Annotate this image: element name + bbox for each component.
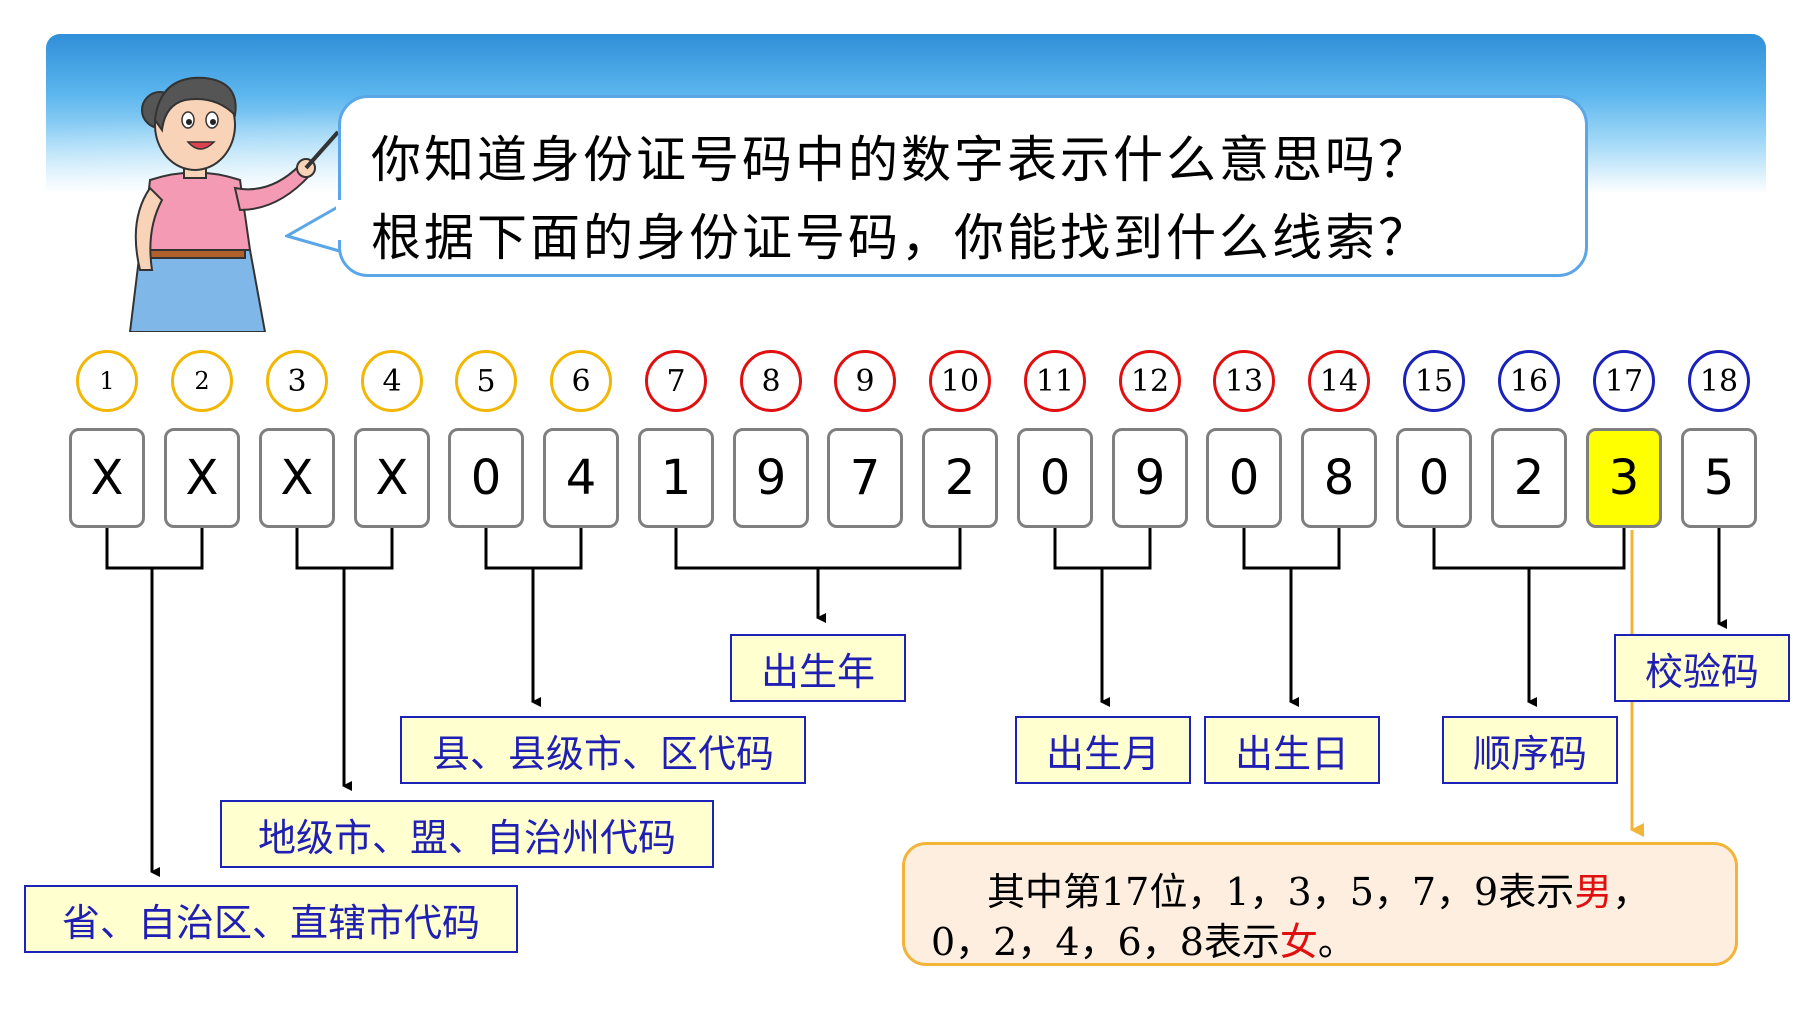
position-circle: 16 <box>1498 350 1560 412</box>
digit-box: X <box>259 428 335 528</box>
position-circle: 11 <box>1024 350 1086 412</box>
position-circle: 10 <box>929 350 991 412</box>
bubble-question-1: 你知道身份证号码中的数字表示什么意思吗？ <box>371 131 1431 189</box>
label-province-code: 省、自治区、直辖市代码 <box>24 885 518 953</box>
digit-box: 9 <box>733 428 809 528</box>
digit-box: 1 <box>638 428 714 528</box>
digit-box: 9 <box>1112 428 1188 528</box>
gender-note: 其中第17位，1，3，5，7，9表示男， 0，2，4，6，8表示女。 <box>902 842 1738 966</box>
digit-box: 2 <box>1491 428 1567 528</box>
digit-box: X <box>164 428 240 528</box>
position-circle: 3 <box>266 350 328 412</box>
position-circle: 13 <box>1213 350 1275 412</box>
digit-box: 7 <box>827 428 903 528</box>
digit-box: 5 <box>1681 428 1757 528</box>
position-circle: 6 <box>550 350 612 412</box>
position-circle: 1 <box>76 350 138 412</box>
position-circle: 8 <box>740 350 802 412</box>
digit-box: 8 <box>1301 428 1377 528</box>
label-county-code: 县、县级市、区代码 <box>400 716 806 784</box>
note-female: 女 <box>1279 920 1318 964</box>
label-check-code: 校验码 <box>1614 634 1790 702</box>
digit-box: 2 <box>922 428 998 528</box>
digit-box-highlighted: 3 <box>1586 428 1662 528</box>
note-text: 0，2，4，6，8表示 <box>931 920 1280 964</box>
position-circle: 5 <box>455 350 517 412</box>
position-circle: 9 <box>834 350 896 412</box>
bubble-tail-mask <box>336 200 344 240</box>
label-birth-year: 出生年 <box>730 634 906 702</box>
teacher-illustration <box>128 76 340 332</box>
note-text: 其中第17位，1，3，5，7，9表示 <box>987 870 1575 914</box>
digit-box: 0 <box>1206 428 1282 528</box>
bubble-tail <box>285 202 344 254</box>
digit-box: X <box>69 428 145 528</box>
digit-box: X <box>354 428 430 528</box>
position-circle: 4 <box>361 350 423 412</box>
note-line-1: 其中第17位，1，3，5，7，9表示男， <box>987 861 1650 916</box>
bubble-question-2: 根据下面的身份证号码，你能找到什么线索？ <box>371 209 1431 267</box>
label-birth-day: 出生日 <box>1204 716 1380 784</box>
position-circle: 18 <box>1688 350 1750 412</box>
note-male: 男 <box>1574 870 1613 914</box>
position-circle: 14 <box>1308 350 1370 412</box>
label-birth-month: 出生月 <box>1015 716 1191 784</box>
speech-bubble: 你知道身份证号码中的数字表示什么意思吗？ 根据下面的身份证号码，你能找到什么线索… <box>338 95 1588 277</box>
digit-box: 0 <box>1396 428 1472 528</box>
position-circle: 2 <box>171 350 233 412</box>
position-circle: 15 <box>1403 350 1465 412</box>
note-text: 。 <box>1317 920 1356 964</box>
label-sequence-code: 顺序码 <box>1442 716 1618 784</box>
digit-box: 0 <box>448 428 524 528</box>
digit-box: 0 <box>1017 428 1093 528</box>
position-circle: 7 <box>645 350 707 412</box>
position-circle: 17 <box>1593 350 1655 412</box>
digit-box: 4 <box>543 428 619 528</box>
note-line-2: 0，2，4，6，8表示女。 <box>931 911 1356 966</box>
label-city-code: 地级市、盟、自治州代码 <box>220 800 714 868</box>
note-text: ， <box>1612 870 1651 914</box>
position-circle: 12 <box>1119 350 1181 412</box>
